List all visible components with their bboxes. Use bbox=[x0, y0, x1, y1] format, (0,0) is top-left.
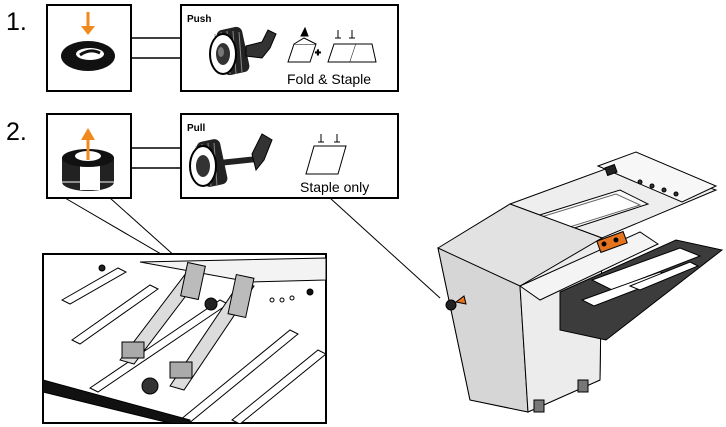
staple-only-caption: Staple only bbox=[300, 179, 369, 195]
folding-machine-illustration bbox=[437, 151, 724, 413]
arrow-down-icon bbox=[81, 12, 95, 35]
knob-pulled-icon bbox=[62, 149, 114, 191]
step-1-panel: 1. Push bbox=[6, 4, 399, 92]
side-knob-icon bbox=[445, 295, 467, 311]
staple-only-paper-icon bbox=[305, 134, 347, 175]
stapler-head bbox=[596, 230, 628, 254]
step-1-number: 1. bbox=[6, 8, 27, 36]
pull-label: Pull bbox=[187, 123, 206, 134]
knob-pushed-icon bbox=[61, 41, 115, 71]
knob-pull-illustration bbox=[189, 133, 273, 187]
arrow-up-icon bbox=[81, 128, 95, 160]
fold-staple-paper-icon: + bbox=[287, 26, 377, 63]
fold-staple-caption: Fold & Staple bbox=[287, 71, 371, 87]
interior-detail-view bbox=[42, 253, 327, 424]
step-2-panel: 2. Pull bbox=[6, 113, 399, 199]
push-label: Push bbox=[187, 14, 211, 25]
knob-push-illustration bbox=[209, 26, 277, 76]
step-2-number: 2. bbox=[6, 118, 27, 146]
svg-text:+: + bbox=[315, 48, 321, 59]
